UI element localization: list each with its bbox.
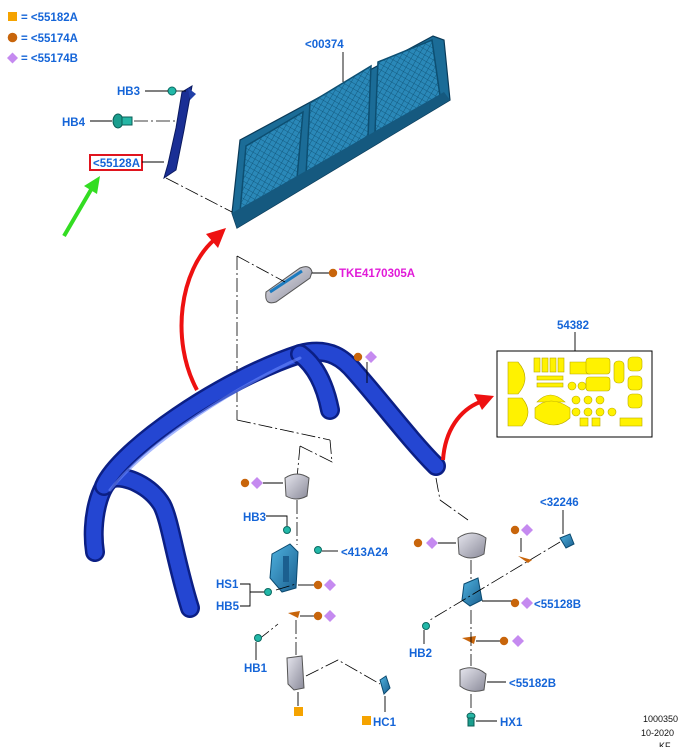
lmount-circle-icon bbox=[240, 478, 250, 488]
label-hs1[interactable]: HS1 bbox=[216, 579, 239, 591]
label-hb3-mid[interactable]: HB3 bbox=[243, 512, 266, 524]
rn-circle-icon bbox=[499, 636, 509, 646]
right-nut-part bbox=[462, 636, 476, 644]
label-55182b[interactable]: <55182B bbox=[509, 678, 556, 690]
legend-circle-icon bbox=[7, 32, 18, 43]
right-bushing-part bbox=[457, 532, 487, 559]
hb4-bolt-icon bbox=[112, 113, 133, 129]
ln-diamond-icon bbox=[324, 610, 336, 622]
left-support-part bbox=[286, 655, 305, 691]
label-tke4170305a[interactable]: TKE4170305A bbox=[339, 268, 415, 280]
roll-bar-part bbox=[83, 341, 446, 618]
label-hb1[interactable]: HB1 bbox=[244, 663, 268, 675]
r55128b-circle-icon bbox=[510, 598, 520, 608]
413a24-fastener-icon bbox=[314, 546, 322, 554]
right-bracket-part bbox=[461, 577, 483, 607]
ls-square-icon bbox=[294, 707, 303, 716]
r55128b-diamond-icon bbox=[521, 597, 533, 609]
bar-circle-icon bbox=[353, 352, 363, 362]
legend-square-icon bbox=[8, 12, 17, 21]
label-54382[interactable]: 54382 bbox=[557, 320, 589, 332]
label-32246[interactable]: <32246 bbox=[540, 497, 579, 509]
hb3-top-fastener-icon bbox=[167, 86, 177, 96]
label-hb3-top[interactable]: HB3 bbox=[117, 86, 140, 98]
rn-diamond-icon bbox=[512, 635, 524, 647]
hc1-clip-icon bbox=[379, 675, 391, 695]
lb-circle-icon bbox=[313, 580, 323, 590]
sticker-set bbox=[507, 356, 643, 427]
right-plate-part bbox=[459, 667, 487, 692]
label-hx1[interactable]: HX1 bbox=[500, 717, 523, 729]
hs1-fastener-icon bbox=[264, 588, 272, 596]
lb-diamond-icon bbox=[324, 579, 336, 591]
hb3-mid-fastener-icon bbox=[283, 526, 291, 534]
label-00374[interactable]: <00374 bbox=[305, 39, 344, 51]
label-hb5[interactable]: HB5 bbox=[216, 601, 240, 613]
hc1-square-icon bbox=[362, 716, 371, 725]
label-hb4[interactable]: HB4 bbox=[62, 117, 86, 129]
bar-diamond-icon bbox=[365, 351, 377, 363]
hx1-bolt-icon bbox=[466, 712, 476, 727]
legend-entry-55174B: = <55174B bbox=[21, 53, 78, 65]
red-arrow-sticker-icon bbox=[441, 394, 494, 461]
highlight-box bbox=[89, 154, 143, 171]
footer-date: 10-2020 bbox=[641, 728, 674, 738]
r-nut-top-part bbox=[518, 556, 532, 563]
footer-extra: KF bbox=[659, 741, 671, 747]
label-hc1[interactable]: HC1 bbox=[373, 717, 397, 729]
label-55128b[interactable]: <55128B bbox=[534, 599, 581, 611]
legend: = <55182A = <55174A = <55174B bbox=[7, 12, 78, 65]
label-hb2[interactable]: HB2 bbox=[409, 648, 432, 660]
green-arrow-icon bbox=[62, 176, 100, 238]
legend-diamond-icon bbox=[7, 52, 18, 64]
left-bushing-part bbox=[284, 473, 310, 500]
lamp-part bbox=[265, 266, 313, 304]
r32246-circle-icon bbox=[510, 525, 520, 535]
tke-circle-icon bbox=[328, 268, 338, 278]
left-nut-part bbox=[288, 611, 300, 618]
label-413a24[interactable]: <413A24 bbox=[341, 547, 389, 559]
rear-screen-part bbox=[231, 35, 451, 229]
footer-code: 1000350 bbox=[643, 714, 678, 724]
left-bracket-part bbox=[269, 543, 299, 593]
side-bracket-part bbox=[163, 85, 196, 180]
r32246-diamond-icon bbox=[521, 524, 533, 536]
legend-entry-55174A: = <55174A bbox=[21, 33, 78, 45]
red-curved-arrow-icon bbox=[179, 228, 226, 391]
rmount-diamond-icon bbox=[426, 537, 438, 549]
rmount-circle-icon bbox=[413, 538, 423, 548]
32246-clip-icon bbox=[559, 533, 575, 549]
hb1-fastener-icon bbox=[254, 634, 262, 642]
hb2-fastener-icon bbox=[422, 622, 430, 630]
ln-circle-icon bbox=[313, 611, 323, 621]
label-55128A[interactable]: <55128A bbox=[93, 158, 140, 170]
lmount-diamond-icon bbox=[251, 477, 263, 489]
legend-entry-55182A: = <55182A bbox=[21, 12, 78, 24]
